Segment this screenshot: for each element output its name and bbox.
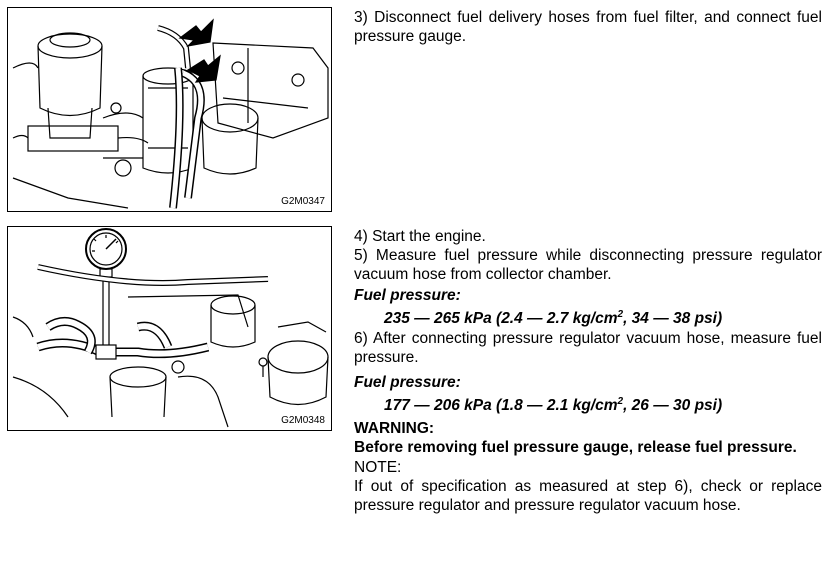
step-6-text: 6) After connecting pressure regulator v…: [354, 330, 822, 367]
figure-fuel-filter: G2M0347: [7, 7, 332, 212]
spec-2-label: Fuel pressure:: [354, 374, 461, 392]
fuel-filter-illustration: [12, 18, 329, 209]
figure-id: G2M0348: [281, 415, 325, 426]
spec-2-value-a: 177 — 206 kPa (1.8 — 2.1 kg/cm: [384, 397, 618, 415]
note-body: If out of specification as measured at s…: [354, 478, 822, 515]
procedure-block: 4) Start the engine. 5) Measure fuel pre…: [354, 227, 822, 515]
spec-2-sup: 2: [617, 396, 624, 408]
warning-title: WARNING:: [354, 420, 435, 438]
spec-1-sup: 2: [617, 309, 624, 320]
spec-1-value-b: , 34 — 38 psi): [623, 310, 723, 328]
pressure-gauge-illustration: [12, 228, 329, 428]
spec-2-value: 177 — 206 kPa (1.8 — 2.1 kg/cm2, 26 — 30…: [354, 392, 822, 415]
warning-body: Before removing fuel pressure gauge, rel…: [354, 439, 797, 457]
figure-id: G2M0347: [281, 196, 325, 207]
figure-pressure-gauge: G2M0348: [7, 226, 332, 431]
spec-1-label: Fuel pressure:: [354, 287, 461, 304]
note-title: NOTE:: [354, 459, 402, 477]
step-4-text: 4) Start the engine.: [354, 228, 486, 245]
spec-1-value: 235 — 265 kPa (2.4 — 2.7 kg/cm2, 34 — 38…: [354, 305, 822, 328]
spec-2-value-b: , 26 — 30 psi): [623, 397, 723, 415]
step-5-text: 5) Measure fuel pressure while disconnec…: [354, 247, 822, 283]
spec-1-value-a: 235 — 265 kPa (2.4 — 2.7 kg/cm: [384, 310, 618, 328]
step-3-text: 3) Disconnect fuel delivery hoses from f…: [354, 9, 822, 45]
